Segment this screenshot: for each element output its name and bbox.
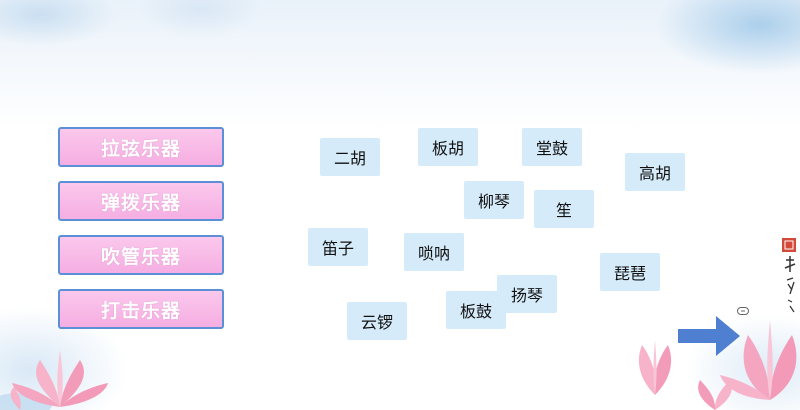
instrument-card-bangu[interactable]: 板鼓 [446,291,506,329]
instrument-label: 堂鼓 [535,139,568,158]
lotus-flower-right-illustration [638,320,797,410]
instrument-card-sheng[interactable]: 笙 [534,190,594,228]
instrument-card-erhu[interactable]: 二胡 [320,138,380,176]
category-button-bowed-strings[interactable]: 拉弦乐器 [58,127,224,167]
category-label: 拉弦乐器 [100,137,181,160]
watercolor-background-top [0,0,800,130]
instrument-card-yangqin[interactable]: 扬琴 [497,275,557,313]
instrument-label: 云锣 [360,313,393,332]
instrument-card-yunluo[interactable]: 云锣 [347,302,407,340]
seal-calligraphy-illustration [782,238,796,313]
instrument-card-pipa[interactable]: 琵琶 [600,253,660,291]
lotus-flower-left-illustration [0,350,108,410]
instrument-label: 高胡 [638,164,671,183]
instrument-label: 板胡 [431,139,464,158]
category-label: 打击乐器 [100,299,181,322]
instrument-card-dizi[interactable]: 笛子 [308,228,368,266]
instrument-card-gaohu[interactable]: 高胡 [625,153,685,191]
link-icon[interactable] [737,307,749,315]
instrument-label: 扬琴 [510,286,543,305]
instrument-label: 柳琴 [477,192,510,211]
category-button-percussion[interactable]: 打击乐器 [58,289,224,329]
instrument-card-suona[interactable]: 唢呐 [404,233,464,271]
instrument-label: 笛子 [321,239,354,258]
instrument-label: 唢呐 [417,244,450,263]
category-label: 吹管乐器 [100,245,181,268]
instrument-card-banhu[interactable]: 板胡 [418,128,478,166]
category-label: 弹拨乐器 [100,191,181,214]
instrument-card-liuqin[interactable]: 柳琴 [464,181,524,219]
instrument-card-tanggu[interactable]: 堂鼓 [522,128,582,166]
instrument-label: 二胡 [333,149,366,168]
category-button-wind[interactable]: 吹管乐器 [58,235,224,275]
category-button-plucked-strings[interactable]: 弹拨乐器 [58,181,224,221]
right-arrow-icon[interactable] [678,316,740,356]
instrument-label: 笙 [555,201,572,220]
watercolor-background-left [0,250,200,410]
instrument-label: 板鼓 [459,302,492,321]
instrument-label: 琵琶 [613,264,646,283]
